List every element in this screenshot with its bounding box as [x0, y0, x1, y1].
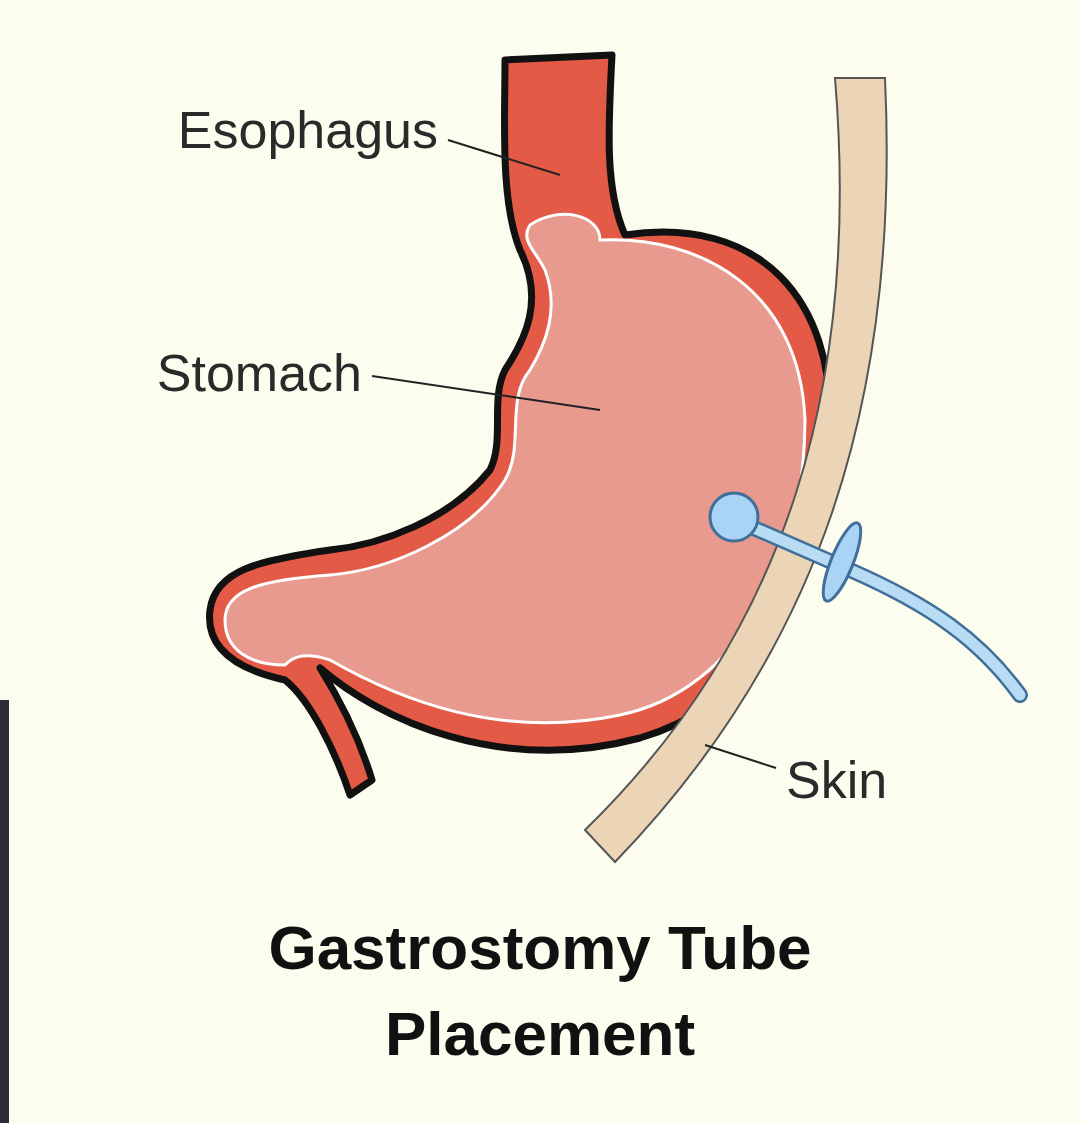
leader-line	[705, 745, 776, 768]
stomach-lining	[225, 214, 805, 722]
tube-outer	[740, 522, 1020, 695]
external-bolster	[816, 519, 868, 605]
tube	[740, 522, 1020, 695]
leader-line	[448, 140, 560, 175]
leader-line	[372, 376, 600, 410]
panel-edge	[0, 700, 9, 1123]
part-label: Skin	[786, 752, 887, 809]
diagram-title: Gastrostomy Tube Placement	[180, 905, 900, 1076]
internal-balloon	[710, 493, 758, 541]
part-label: Esophagus	[178, 102, 438, 159]
part-label: Stomach	[157, 345, 362, 402]
skin-band	[585, 78, 887, 862]
